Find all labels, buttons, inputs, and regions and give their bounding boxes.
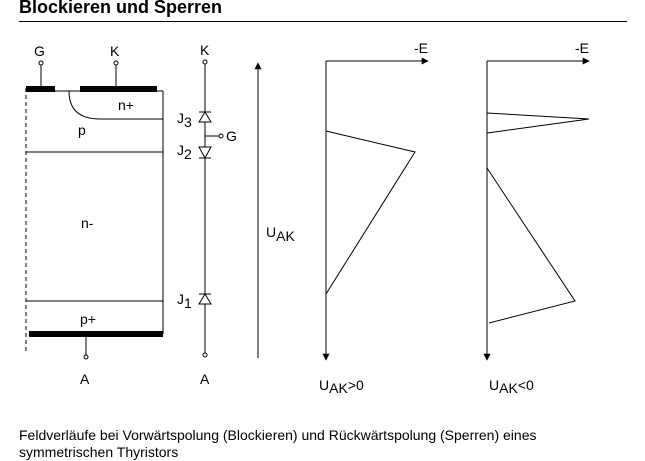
junction-j1-label: J1 bbox=[177, 291, 192, 311]
layer-p-label: p bbox=[78, 122, 86, 138]
chain-top-label: K bbox=[200, 42, 210, 58]
chain-gate-label: G bbox=[226, 128, 237, 144]
chain-bottom-label: A bbox=[200, 371, 210, 387]
layer-p-plus-label: p+ bbox=[80, 311, 96, 327]
gate-tap-dot bbox=[218, 133, 224, 139]
page-title: Blockieren und Sperren bbox=[19, 0, 223, 17]
reverse-field-axis-label: -E bbox=[575, 40, 589, 56]
reverse-field-spike bbox=[486, 112, 590, 134]
diode-j1-icon bbox=[198, 293, 212, 305]
junction-diode-chain: K A J3 G J2 J1 bbox=[177, 42, 237, 387]
gate-terminal-dot bbox=[38, 60, 44, 66]
reverse-field-curve bbox=[486, 167, 576, 324]
figure-caption: Feldverläufe bei Vorwärtspolung (Blockie… bbox=[19, 427, 537, 460]
diode-j3-icon bbox=[198, 111, 212, 123]
anode-terminal-dot bbox=[83, 354, 89, 360]
thyristor-cross-section: G K A n+ p n- p+ bbox=[25, 43, 164, 387]
n-plus-boundary bbox=[68, 90, 163, 120]
layer-n-plus-label: n+ bbox=[118, 97, 134, 113]
forward-field-curve bbox=[325, 130, 416, 295]
field-plot-forward: -E UAK>0 bbox=[319, 40, 429, 396]
junction-j2-label: J2 bbox=[177, 142, 192, 162]
anode-contact bbox=[29, 331, 163, 337]
forward-field-axis-label: -E bbox=[414, 40, 428, 56]
voltage-arrow: UAK bbox=[254, 62, 295, 358]
diode-j2-icon bbox=[198, 146, 212, 160]
field-plot-reverse: -E UAK<0 bbox=[483, 40, 590, 396]
chain-bottom-dot bbox=[202, 352, 208, 358]
junction-j3-label: J3 bbox=[177, 110, 192, 130]
layer-n-minus-label: n- bbox=[81, 215, 94, 231]
forward-condition-label: UAK>0 bbox=[319, 377, 364, 396]
title-divider bbox=[19, 21, 627, 22]
cathode-terminal-label: K bbox=[110, 43, 120, 59]
anode-terminal-label: A bbox=[80, 371, 90, 387]
chain-top-dot bbox=[202, 59, 208, 65]
voltage-label: UAK bbox=[266, 224, 295, 244]
gate-terminal-label: G bbox=[34, 43, 45, 59]
gate-contact bbox=[26, 86, 55, 92]
cathode-terminal-dot bbox=[113, 60, 119, 66]
reverse-condition-label: UAK<0 bbox=[489, 377, 534, 396]
cathode-contact bbox=[80, 86, 157, 92]
